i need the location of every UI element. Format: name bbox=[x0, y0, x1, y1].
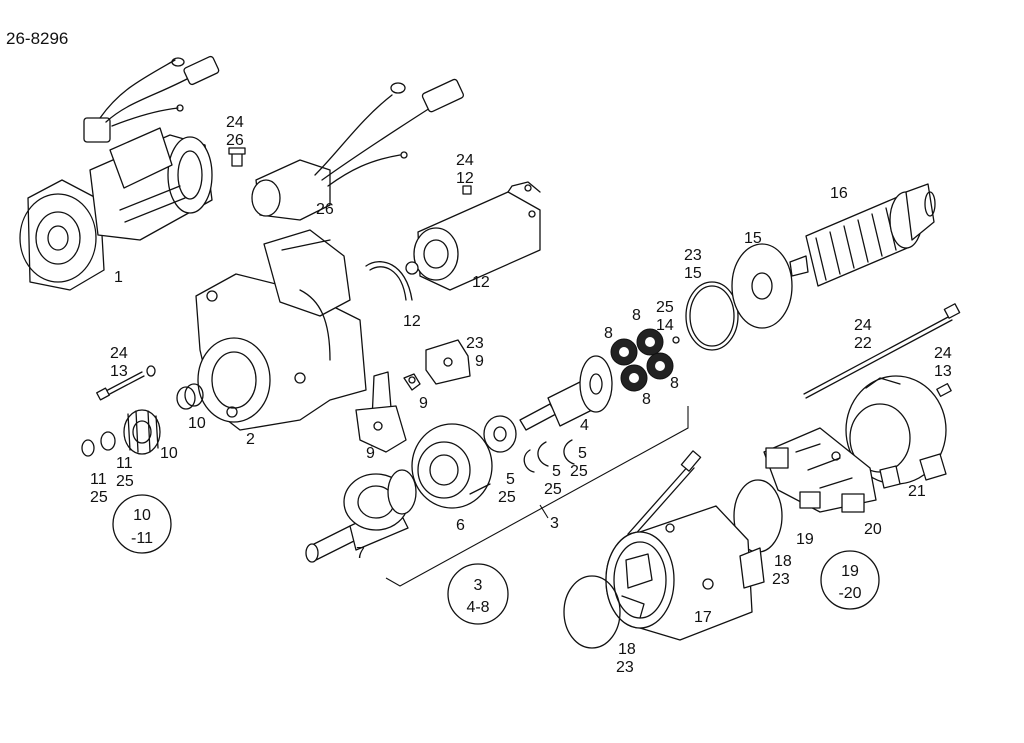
through-bolt-drawing bbox=[803, 303, 961, 399]
kit-10-11-line1: 10 bbox=[133, 507, 151, 524]
callout-2: 2 bbox=[246, 431, 255, 448]
callout-18-a-sub: 23 bbox=[772, 571, 790, 588]
kit-10-11-line2: -11 bbox=[131, 530, 153, 547]
callout-5-c-sub: 25 bbox=[570, 463, 588, 480]
planet-carrier-drawing bbox=[519, 355, 613, 431]
gear-train-bracket bbox=[385, 406, 689, 587]
callout-14: 14 bbox=[656, 317, 674, 334]
callout-18-b-sub: 23 bbox=[616, 659, 634, 676]
kit-3-line2: 4-8 bbox=[466, 599, 489, 616]
callout-12-b: 12 bbox=[403, 313, 421, 330]
kit-19-20-line1: 19 bbox=[841, 563, 859, 580]
callout-26-mid: 26 bbox=[226, 132, 244, 149]
washer-drawing bbox=[483, 415, 575, 473]
callout-17: 17 bbox=[694, 609, 712, 626]
callout-12-c: 12 bbox=[456, 170, 474, 187]
callout-6: 6 bbox=[456, 517, 465, 534]
callout-9-b: 9 bbox=[419, 395, 428, 412]
callout-12-c-top: 24 bbox=[456, 152, 474, 169]
callout-10-b: 10 bbox=[188, 415, 206, 432]
callout-12-a: 12 bbox=[472, 274, 490, 291]
callout-22: 22 bbox=[854, 335, 872, 352]
callout-18-a: 18 bbox=[774, 553, 792, 570]
callout-5-a-sub: 25 bbox=[498, 489, 516, 506]
callout-22-top: 24 bbox=[854, 317, 872, 334]
gear-train-leader bbox=[539, 504, 549, 519]
screw-right-drawing bbox=[936, 383, 952, 397]
callout-16: 16 bbox=[830, 185, 848, 202]
callout-1: 1 bbox=[114, 269, 123, 286]
o-ring-bottom-drawing bbox=[563, 575, 621, 649]
document-number: 26-8296 bbox=[6, 29, 68, 48]
callout-8-a: 8 bbox=[604, 325, 613, 342]
callout-20: 20 bbox=[864, 521, 882, 538]
kit-reference-19-20: 19 -20 bbox=[820, 550, 880, 610]
starter-assembly-drawing bbox=[19, 55, 220, 291]
armature-drawing bbox=[789, 183, 936, 287]
brush-holder-drawing bbox=[763, 427, 877, 513]
kit-reference-3: 3 4-8 bbox=[447, 563, 509, 625]
callout-10-a: 10 bbox=[160, 445, 178, 462]
callout-15-a: 15 bbox=[684, 265, 702, 282]
callout-9-c: 9 bbox=[475, 353, 484, 370]
callout-26-top: 24 bbox=[226, 114, 244, 131]
bearing-housing-drawing bbox=[411, 423, 493, 509]
callout-15-top: 23 bbox=[684, 247, 702, 264]
callout-4: 4 bbox=[580, 417, 589, 434]
field-frame-drawing bbox=[605, 450, 765, 641]
lever-drawing bbox=[355, 339, 471, 453]
kit-3-line1: 3 bbox=[474, 577, 483, 594]
kit-reference-10-11: 10 -11 bbox=[112, 494, 172, 554]
callout-3: 3 bbox=[550, 515, 559, 532]
drive-end-housing-drawing bbox=[195, 229, 367, 431]
callout-5-b: 5 bbox=[552, 463, 561, 480]
kit-19-20-line2: -20 bbox=[838, 585, 861, 602]
callout-11-b: 11 bbox=[116, 455, 133, 472]
callout-11-a: 11 bbox=[90, 471, 107, 488]
callout-8-c: 8 bbox=[642, 391, 651, 408]
pinion-drawing bbox=[81, 383, 204, 457]
bolt-left-drawing bbox=[96, 365, 156, 401]
callout-5-c: 5 bbox=[578, 445, 587, 462]
callout-15-b: 15 bbox=[744, 230, 762, 247]
callout-13-b-top: 24 bbox=[934, 345, 952, 362]
callout-13: 13 bbox=[110, 363, 128, 380]
output-shaft-drawing bbox=[305, 469, 417, 563]
callout-7: 7 bbox=[356, 545, 365, 562]
callout-14-top: 25 bbox=[656, 299, 674, 316]
callout-11-b-sub: 25 bbox=[116, 473, 134, 490]
callout-5-b-sub: 25 bbox=[544, 481, 562, 498]
wiring-harness-drawing bbox=[228, 78, 465, 221]
callout-19: 19 bbox=[796, 531, 814, 548]
callout-9-c-top: 23 bbox=[466, 335, 484, 352]
end-cover-drawing bbox=[845, 375, 947, 489]
callout-9-a: 9 bbox=[366, 445, 375, 462]
callout-5-a: 5 bbox=[506, 471, 515, 488]
callout-8-d: 8 bbox=[670, 375, 679, 392]
callout-21: 21 bbox=[908, 483, 926, 500]
callout-11-a-sub: 25 bbox=[90, 489, 108, 506]
callout-8-b: 8 bbox=[632, 307, 641, 324]
callout-13-top: 24 bbox=[110, 345, 128, 362]
callout-13-b: 13 bbox=[934, 363, 952, 380]
callout-26: 26 bbox=[316, 201, 334, 218]
solenoid-drawing bbox=[365, 181, 541, 301]
ring-gear-drawing bbox=[685, 243, 793, 351]
planet-gears-drawing bbox=[610, 328, 680, 392]
callout-18-b: 18 bbox=[618, 641, 636, 658]
